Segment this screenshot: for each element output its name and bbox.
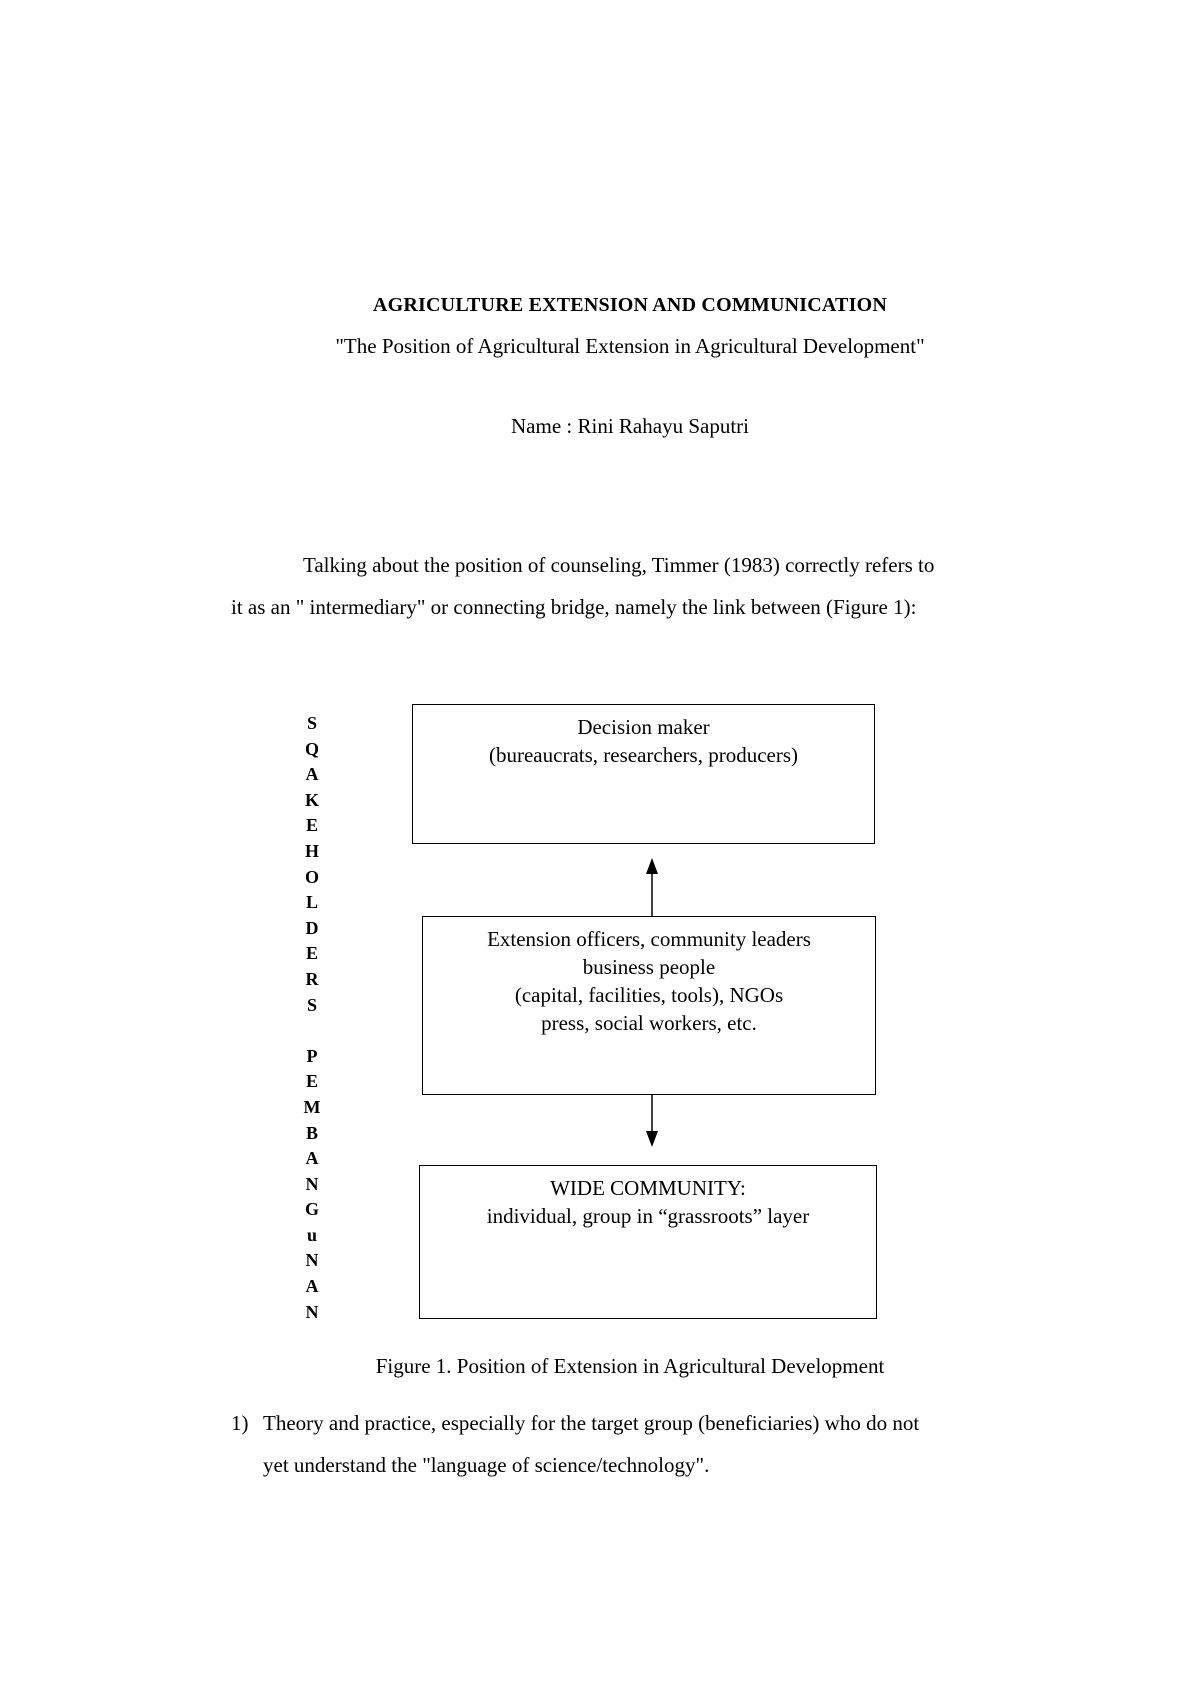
list-item-text-line: yet understand the "language of science/… xyxy=(263,1453,710,1477)
box-text-line: Decision maker xyxy=(577,715,710,739)
author-name: Name : Rini Rahayu Saputri xyxy=(511,414,749,438)
box-text-line: (capital, facilities, tools), NGOs xyxy=(514,983,784,1007)
vertical-label-letter xyxy=(297,1018,327,1044)
vertical-label-letter: Q xyxy=(304,738,319,759)
vertical-label-letter: u xyxy=(306,1224,317,1245)
box-text-line: WIDE COMMUNITY: xyxy=(550,1176,746,1200)
wide-community-box: WIDE COMMUNITY: individual, group in “gr… xyxy=(419,1165,877,1319)
box-text-line: press, social workers, etc. xyxy=(541,1011,757,1035)
document-subtitle: "The Position of Agricultural Extension … xyxy=(335,334,925,358)
vertical-label-letter: O xyxy=(304,866,319,887)
box-text-line: business people xyxy=(582,955,716,979)
vertical-label-letter: A xyxy=(305,1148,319,1169)
vertical-label-letter: H xyxy=(304,840,319,861)
vertical-label-letter: A xyxy=(305,1276,319,1297)
vertical-label-letter: K xyxy=(304,789,319,810)
box-text-line: Extension officers, community leaders xyxy=(487,927,811,951)
vertical-label-letter: L xyxy=(305,892,318,913)
vertical-label-letter: G xyxy=(304,1199,319,1220)
vertical-label-letter: R xyxy=(305,968,319,989)
vertical-label-letter: P xyxy=(306,1045,318,1066)
vertical-label-letter: N xyxy=(305,1250,319,1271)
box-text-line: individual, group in “grassroots” layer xyxy=(486,1204,810,1228)
arrow-down-icon xyxy=(646,1095,658,1147)
vertical-label-letter: A xyxy=(305,764,319,785)
decision-maker-box: Decision maker (bureaucrats, researchers… xyxy=(412,704,875,844)
list-item-marker: 1) xyxy=(231,1411,249,1435)
vertical-label-letter: N xyxy=(305,1301,319,1322)
list-item-text-line: Theory and practice, especially for the … xyxy=(263,1411,920,1435)
arrow-up-icon xyxy=(646,858,658,916)
vertical-label-letter: S xyxy=(306,994,317,1015)
vertical-label-letter: M xyxy=(303,1096,321,1117)
vertical-label-letter: E xyxy=(305,1071,318,1092)
intro-paragraph-line: it as an " intermediary" or connecting b… xyxy=(231,595,917,619)
vertical-label-letter: D xyxy=(305,917,319,938)
document-title: AGRICULTURE EXTENSION AND COMMUNICATION xyxy=(373,294,887,316)
box-text-line: (bureaucrats, researchers, producers) xyxy=(489,743,798,767)
vertical-label-letter: E xyxy=(305,815,318,836)
vertical-label-letter: B xyxy=(305,1122,318,1143)
intro-paragraph-line: Talking about the position of counseling… xyxy=(303,553,935,577)
vertical-label-letter: N xyxy=(305,1173,319,1194)
vertical-label-letter: S xyxy=(306,713,317,733)
vertical-label-letter: E xyxy=(305,943,318,964)
figure-caption: Figure 1. Position of Extension in Agric… xyxy=(375,1354,885,1378)
extension-officers-box: Extension officers, community leaders bu… xyxy=(422,916,876,1095)
